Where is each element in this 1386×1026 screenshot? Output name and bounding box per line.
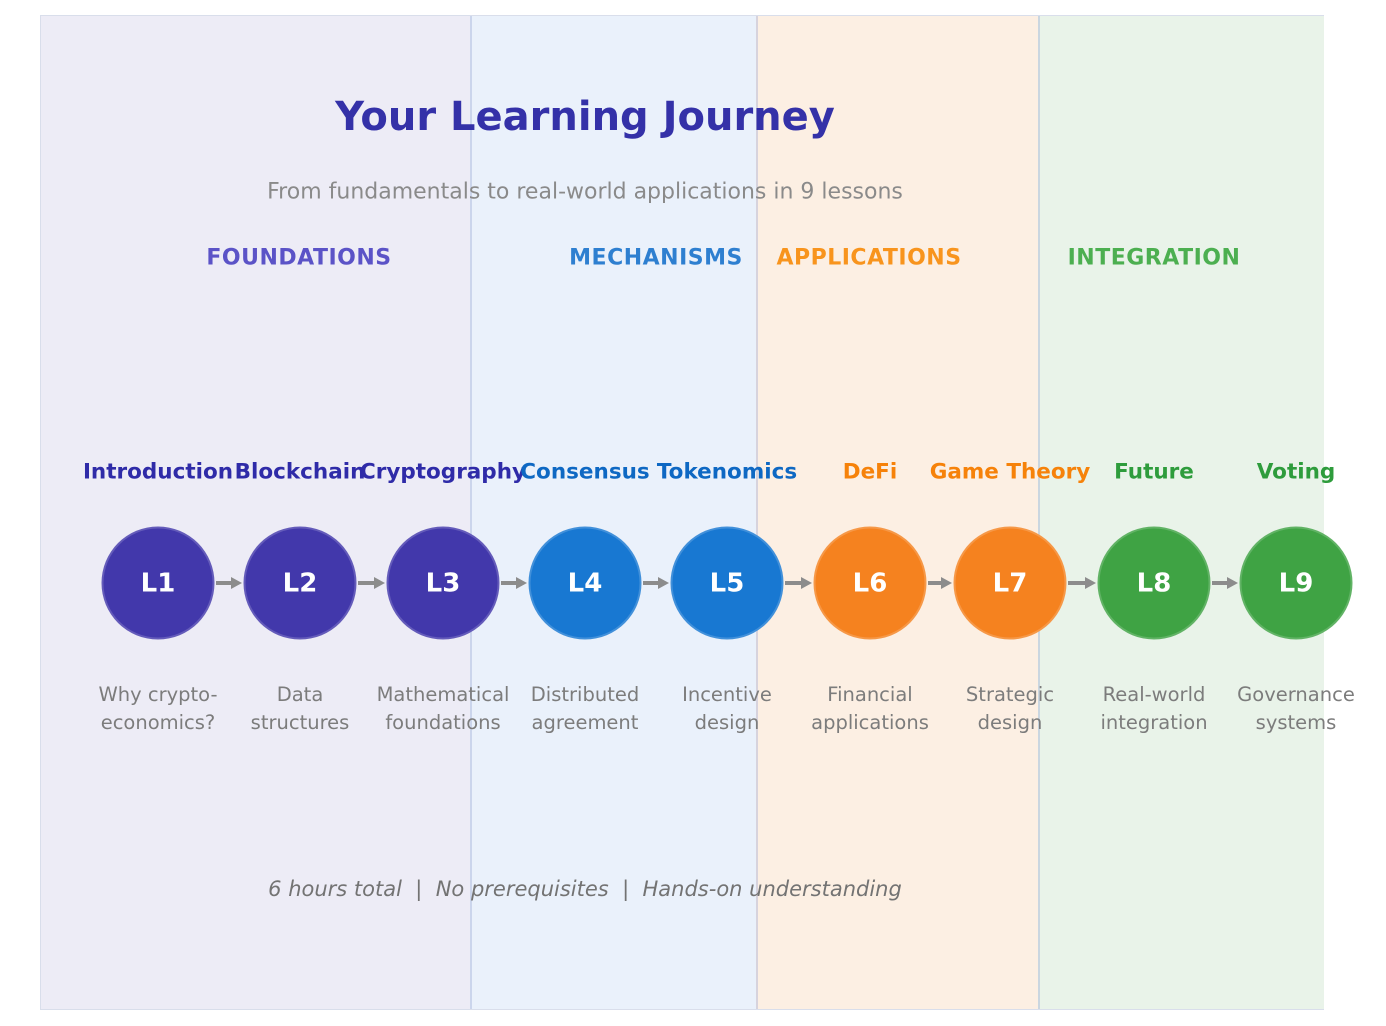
lesson-title-l2: Blockchain (234, 459, 366, 485)
lesson-description-l9: Governance systems (1237, 683, 1355, 734)
lesson-title-l4: Consensus (520, 459, 650, 485)
arrow-l8-to-l9 (1212, 577, 1238, 589)
lesson-circle-l1: L1 (101, 526, 215, 640)
arrow-head-icon (374, 577, 385, 589)
lesson-circle-label: L6 (852, 568, 888, 598)
lesson-title-l9: Voting (1256, 459, 1336, 485)
lesson-circle-l2: L2 (243, 526, 357, 640)
lesson-title-l6: DeFi (842, 459, 898, 485)
lesson-circle-label: L3 (425, 568, 461, 598)
arrow-l7-to-l8 (1068, 577, 1096, 589)
lesson-title-l7: Game Theory (929, 459, 1091, 485)
arrow-shaft (643, 581, 660, 585)
lesson-circle-l8: L8 (1097, 526, 1211, 640)
lesson-circle-l7: L7 (953, 526, 1067, 640)
arrow-shaft (785, 581, 803, 585)
arrow-head-icon (231, 577, 242, 589)
lesson-circle-l6: L6 (813, 526, 927, 640)
lesson-circle-label: L5 (709, 568, 745, 598)
lesson-title-l5: Tokenomics (656, 459, 798, 485)
lesson-circle-l3: L3 (386, 526, 500, 640)
lesson-circle-l5: L5 (670, 526, 784, 640)
lesson-circle-label: L9 (1278, 568, 1314, 598)
phase-band-integration (1038, 16, 1324, 1009)
arrow-shaft (1212, 581, 1229, 585)
lesson-circle-label: L2 (282, 568, 318, 598)
lesson-circle-label: L7 (992, 568, 1028, 598)
arrow-head-icon (1227, 577, 1238, 589)
arrow-l2-to-l3 (358, 577, 385, 589)
arrow-head-icon (801, 577, 812, 589)
lesson-description-l3: Mathematical foundations (376, 683, 510, 734)
lesson-description-l5: Incentive design (682, 683, 772, 734)
lesson-circle-l4: L4 (528, 526, 642, 640)
lesson-title-l1: Introduction (82, 459, 234, 485)
arrow-shaft (216, 581, 233, 585)
page-title: Your Learning Journey (335, 94, 835, 140)
arrow-l4-to-l5 (643, 577, 669, 589)
phase-header-applications: APPLICATIONS (776, 245, 962, 271)
phase-header-mechanisms: MECHANISMS (569, 245, 743, 271)
arrow-l5-to-l6 (785, 577, 812, 589)
arrow-head-icon (941, 577, 952, 589)
lesson-description-l1: Why crypto- economics? (98, 683, 218, 734)
phase-header-foundations: FOUNDATIONS (206, 245, 392, 271)
arrow-l3-to-l4 (501, 577, 527, 589)
arrow-l1-to-l2 (216, 577, 242, 589)
lesson-description-l4: Distributed agreement (530, 683, 640, 734)
arrow-shaft (358, 581, 376, 585)
lesson-description-l8: Real-world integration (1100, 683, 1208, 734)
diagram-canvas: Your Learning Journey From fundamentals … (40, 15, 1355, 1010)
arrow-shaft (928, 581, 943, 585)
arrow-head-icon (516, 577, 527, 589)
lesson-title-l8: Future (1114, 459, 1194, 485)
arrow-shaft (501, 581, 518, 585)
subtitle: From fundamentals to real-world applicat… (267, 179, 903, 205)
lesson-description-l6: Financial applications (811, 683, 929, 734)
lesson-description-l2: Data structures (250, 683, 350, 734)
lesson-circle-label: L1 (140, 568, 176, 598)
lesson-circle-l9: L9 (1239, 526, 1353, 640)
lesson-circle-label: L8 (1136, 568, 1172, 598)
phase-header-integration: INTEGRATION (1067, 245, 1241, 271)
lesson-description-l7: Strategic design (965, 683, 1055, 734)
lesson-circle-label: L4 (567, 568, 603, 598)
phase-band-foundations (41, 16, 470, 1009)
arrow-shaft (1068, 581, 1087, 585)
phase-band-mechanisms (470, 16, 756, 1009)
footer-note: 6 hours total | No prerequisites | Hands… (268, 877, 902, 901)
lesson-title-l3: Cryptography (359, 459, 527, 485)
arrow-head-icon (1085, 577, 1096, 589)
phase-band-applications (756, 16, 1038, 1009)
arrow-l6-to-l7 (928, 577, 952, 589)
arrow-head-icon (658, 577, 669, 589)
